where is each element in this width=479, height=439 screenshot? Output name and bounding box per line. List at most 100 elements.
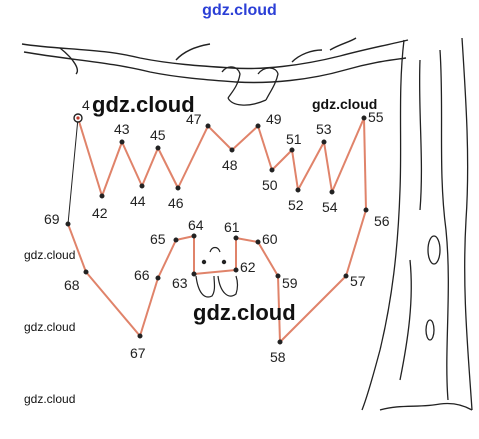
connect-line-48-49 [231, 125, 259, 151]
dot-56 [363, 207, 369, 213]
connect-line-44-45 [141, 147, 159, 187]
connect-line-50-51 [271, 149, 293, 171]
start-dot-center [76, 116, 80, 120]
dot-67 [137, 333, 143, 339]
dot-label-56: 56 [374, 213, 390, 229]
connect-line-62-63 [193, 269, 237, 275]
connect-line-57-58 [279, 275, 347, 343]
dot-47 [205, 123, 211, 129]
dot-label-4: 4 [82, 97, 90, 113]
connect-line-54-55 [331, 117, 365, 193]
dot-51 [289, 147, 295, 153]
connect-line-67-68 [85, 271, 141, 337]
dot-label-62: 62 [240, 259, 256, 275]
watermark-upper-left: gdz.cloud [92, 92, 195, 117]
watermark-upper-right: gdz.cloud [312, 96, 378, 112]
connect-line-60-61 [235, 237, 259, 243]
dot-64 [191, 233, 197, 239]
dot-label-44: 44 [130, 193, 146, 209]
dot-54 [329, 189, 335, 195]
dot-62 [233, 267, 239, 273]
watermark-top: gdz.cloud [202, 2, 277, 19]
dot-label-58: 58 [270, 349, 286, 365]
connect-line-51-52 [291, 149, 299, 191]
connect-line-49-50 [257, 125, 273, 171]
dot-66 [155, 275, 161, 281]
dot-label-55: 55 [368, 109, 384, 125]
tree-branch [21, 37, 409, 84]
dot-label-53: 53 [316, 121, 332, 137]
dot-label-66: 66 [134, 267, 150, 283]
dot-label-68: 68 [64, 277, 80, 293]
connect-line-42-43 [101, 141, 123, 197]
dot-49 [255, 123, 261, 129]
dot-label-69: 69 [44, 211, 60, 227]
watermark-left-2: gdz.cloud [24, 320, 76, 334]
dot-label-52: 52 [288, 197, 304, 213]
dot-label-67: 67 [130, 345, 146, 361]
dot-label-65: 65 [150, 231, 166, 247]
watermark-center: gdz.cloud [193, 300, 296, 325]
dot-label-47: 47 [186, 111, 202, 127]
dot-60 [255, 239, 261, 245]
dot-52 [295, 187, 301, 193]
dot-58 [277, 339, 283, 345]
dot-label-54: 54 [322, 199, 338, 215]
dot-57 [343, 273, 349, 279]
connect-line-46-47 [177, 125, 209, 189]
dot-label-46: 46 [168, 195, 184, 211]
connect-line-52-53 [297, 141, 325, 191]
dot-connecting-lines [67, 117, 367, 343]
watermark-left-3: gdz.cloud [24, 392, 76, 406]
dot-55 [361, 115, 367, 121]
dot-68 [83, 269, 89, 275]
dot-61 [233, 235, 239, 241]
dot-44 [139, 183, 145, 189]
tree-trunk [361, 37, 473, 411]
bat-face [195, 246, 239, 298]
dot-label-45: 45 [150, 127, 166, 143]
connect-line-47-48 [207, 125, 233, 151]
dot-48 [229, 147, 235, 153]
connect-line-69-4 [67, 117, 79, 225]
connect-line-55-56 [363, 117, 367, 211]
dot-label-59: 59 [282, 275, 298, 291]
dot-63 [191, 271, 197, 277]
dot-label-50: 50 [262, 177, 278, 193]
connect-line-64-65 [175, 235, 195, 241]
dot-label-43: 43 [114, 121, 130, 137]
dot-43 [119, 139, 125, 145]
connect-line-4-42 [77, 117, 103, 197]
connect-line-66-67 [139, 277, 159, 337]
watermark-left-1: gdz.cloud [24, 248, 76, 262]
connect-line-43-44 [121, 141, 143, 187]
dot-42 [99, 193, 105, 199]
dot-label-42: 42 [92, 205, 108, 221]
connect-line-68-69 [67, 223, 87, 273]
dot-45 [155, 145, 161, 151]
dot-label-64: 64 [188, 217, 204, 233]
dot-69 [65, 221, 71, 227]
connect-line-65-66 [157, 239, 177, 279]
dot-53 [321, 139, 327, 145]
connect-line-53-54 [323, 141, 333, 193]
dot-46 [175, 185, 181, 191]
dot-65 [173, 237, 179, 243]
connect-line-56-57 [345, 209, 367, 277]
dot-50 [269, 167, 275, 173]
dot-59 [275, 273, 281, 279]
dot-label-51: 51 [286, 131, 302, 147]
connect-line-59-60 [257, 241, 279, 277]
numbered-dots: 4 42 43 44 45 46 47 48 49 50 51 52 53 54 55 56 57 58 59 60 6… [44, 97, 390, 365]
bat-feet [221, 66, 279, 106]
connect-line-45-46 [157, 147, 179, 189]
connect-line-58-59 [277, 275, 281, 343]
dot-label-48: 48 [222, 157, 238, 173]
dot-label-60: 60 [262, 231, 278, 247]
dot-label-57: 57 [350, 273, 366, 289]
dot-label-61: 61 [224, 219, 240, 235]
dot-label-49: 49 [266, 111, 282, 127]
dot-label-63: 63 [172, 275, 188, 291]
